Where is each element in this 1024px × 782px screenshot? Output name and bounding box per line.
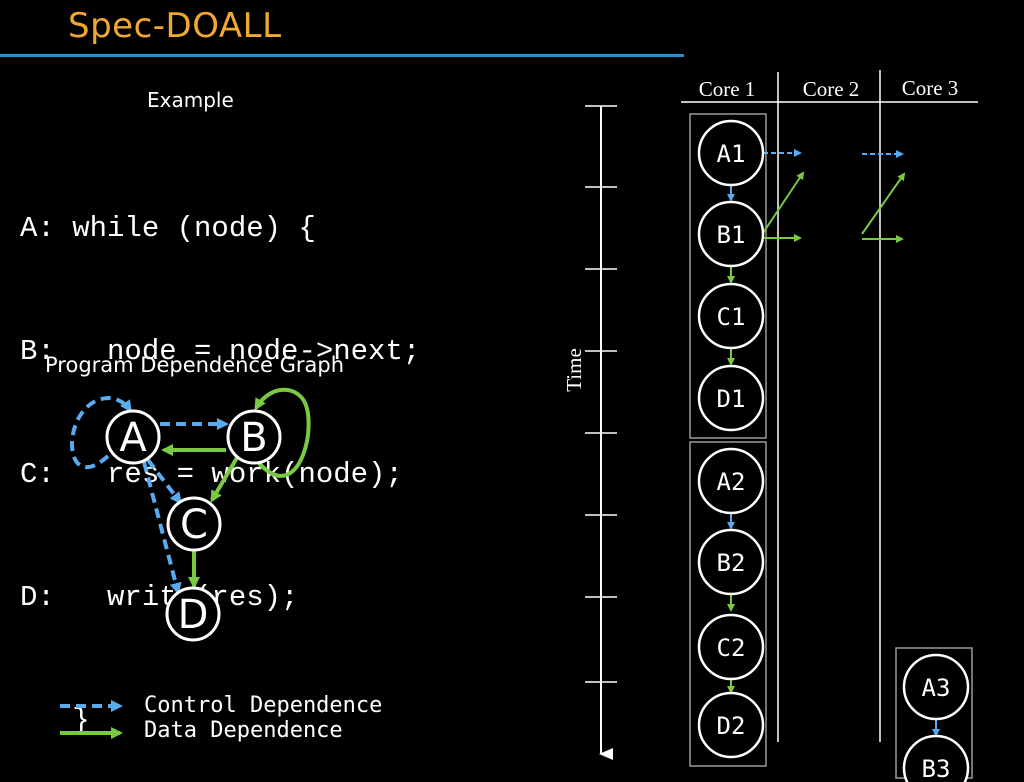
pdg-node-c <box>166 496 222 552</box>
node-b1 <box>697 200 765 268</box>
iteration-1-box <box>689 113 767 439</box>
node-d2 <box>697 691 765 759</box>
legend-data-label: Data Dependence <box>144 718 343 743</box>
pdg-edge-a-d-control <box>142 461 182 595</box>
legend-control-label: Control Dependence <box>144 693 383 718</box>
node-d2-label: D2 <box>717 712 746 740</box>
node-a1 <box>697 119 765 187</box>
time-axis <box>585 105 617 760</box>
core-1-label: Core 1 <box>699 77 756 101</box>
node-c2-label: C2 <box>717 634 746 662</box>
pdg-edge-b-self <box>254 387 311 478</box>
pdg-node-c-label: C <box>180 502 208 548</box>
node-b1-label: B1 <box>717 221 746 249</box>
node-d1-label: D1 <box>717 385 746 413</box>
iter1-b1-diag-core2 <box>760 171 805 237</box>
pdg-node-d-label: D <box>178 592 209 638</box>
node-c1-label: C1 <box>717 303 746 331</box>
code-line-a: A: while (node) { <box>20 212 316 245</box>
node-a1-label: A1 <box>717 140 746 168</box>
slide-title: Spec-DOALL <box>68 6 282 46</box>
node-b2 <box>697 528 765 596</box>
code-line-b: B: node = node->next; <box>20 335 421 368</box>
pdg-edge-a-c-control <box>146 458 182 505</box>
time-axis-label: Time <box>562 348 586 392</box>
node-a2 <box>697 447 765 515</box>
pdg-node-b-label: B <box>240 415 267 461</box>
node-a3-label: A3 <box>922 674 951 702</box>
title-rule <box>0 54 684 57</box>
pdg-node-b <box>226 409 282 465</box>
iteration-2-box <box>689 441 767 767</box>
node-a2-label: A2 <box>717 468 746 496</box>
pdg-edge-a-self <box>70 395 132 470</box>
pdg-label: Program Dependence Graph <box>45 353 345 377</box>
pdg-node-d <box>165 586 221 642</box>
pdg-node-a-label: A <box>119 415 147 461</box>
example-label: Example <box>147 88 234 112</box>
node-b3-label: B3 <box>922 755 951 782</box>
node-b3 <box>902 734 970 782</box>
code-line-close: } <box>20 704 90 737</box>
node-c1 <box>697 282 765 350</box>
core-3-label: Core 3 <box>902 76 959 100</box>
pdg-node-a <box>105 409 161 465</box>
pdg-graph: A B C D <box>70 387 311 642</box>
pdg-edge-b-c-data <box>210 454 240 503</box>
node-b2-label: B2 <box>717 549 746 577</box>
code-block: A: while (node) { B: node = node->next; … <box>20 126 420 782</box>
node-d1 <box>697 364 765 432</box>
node-c2 <box>697 613 765 681</box>
iter1-core2-diag-core3 <box>861 172 906 235</box>
node-a3 <box>902 653 970 721</box>
core-2-label: Core 2 <box>803 77 860 101</box>
